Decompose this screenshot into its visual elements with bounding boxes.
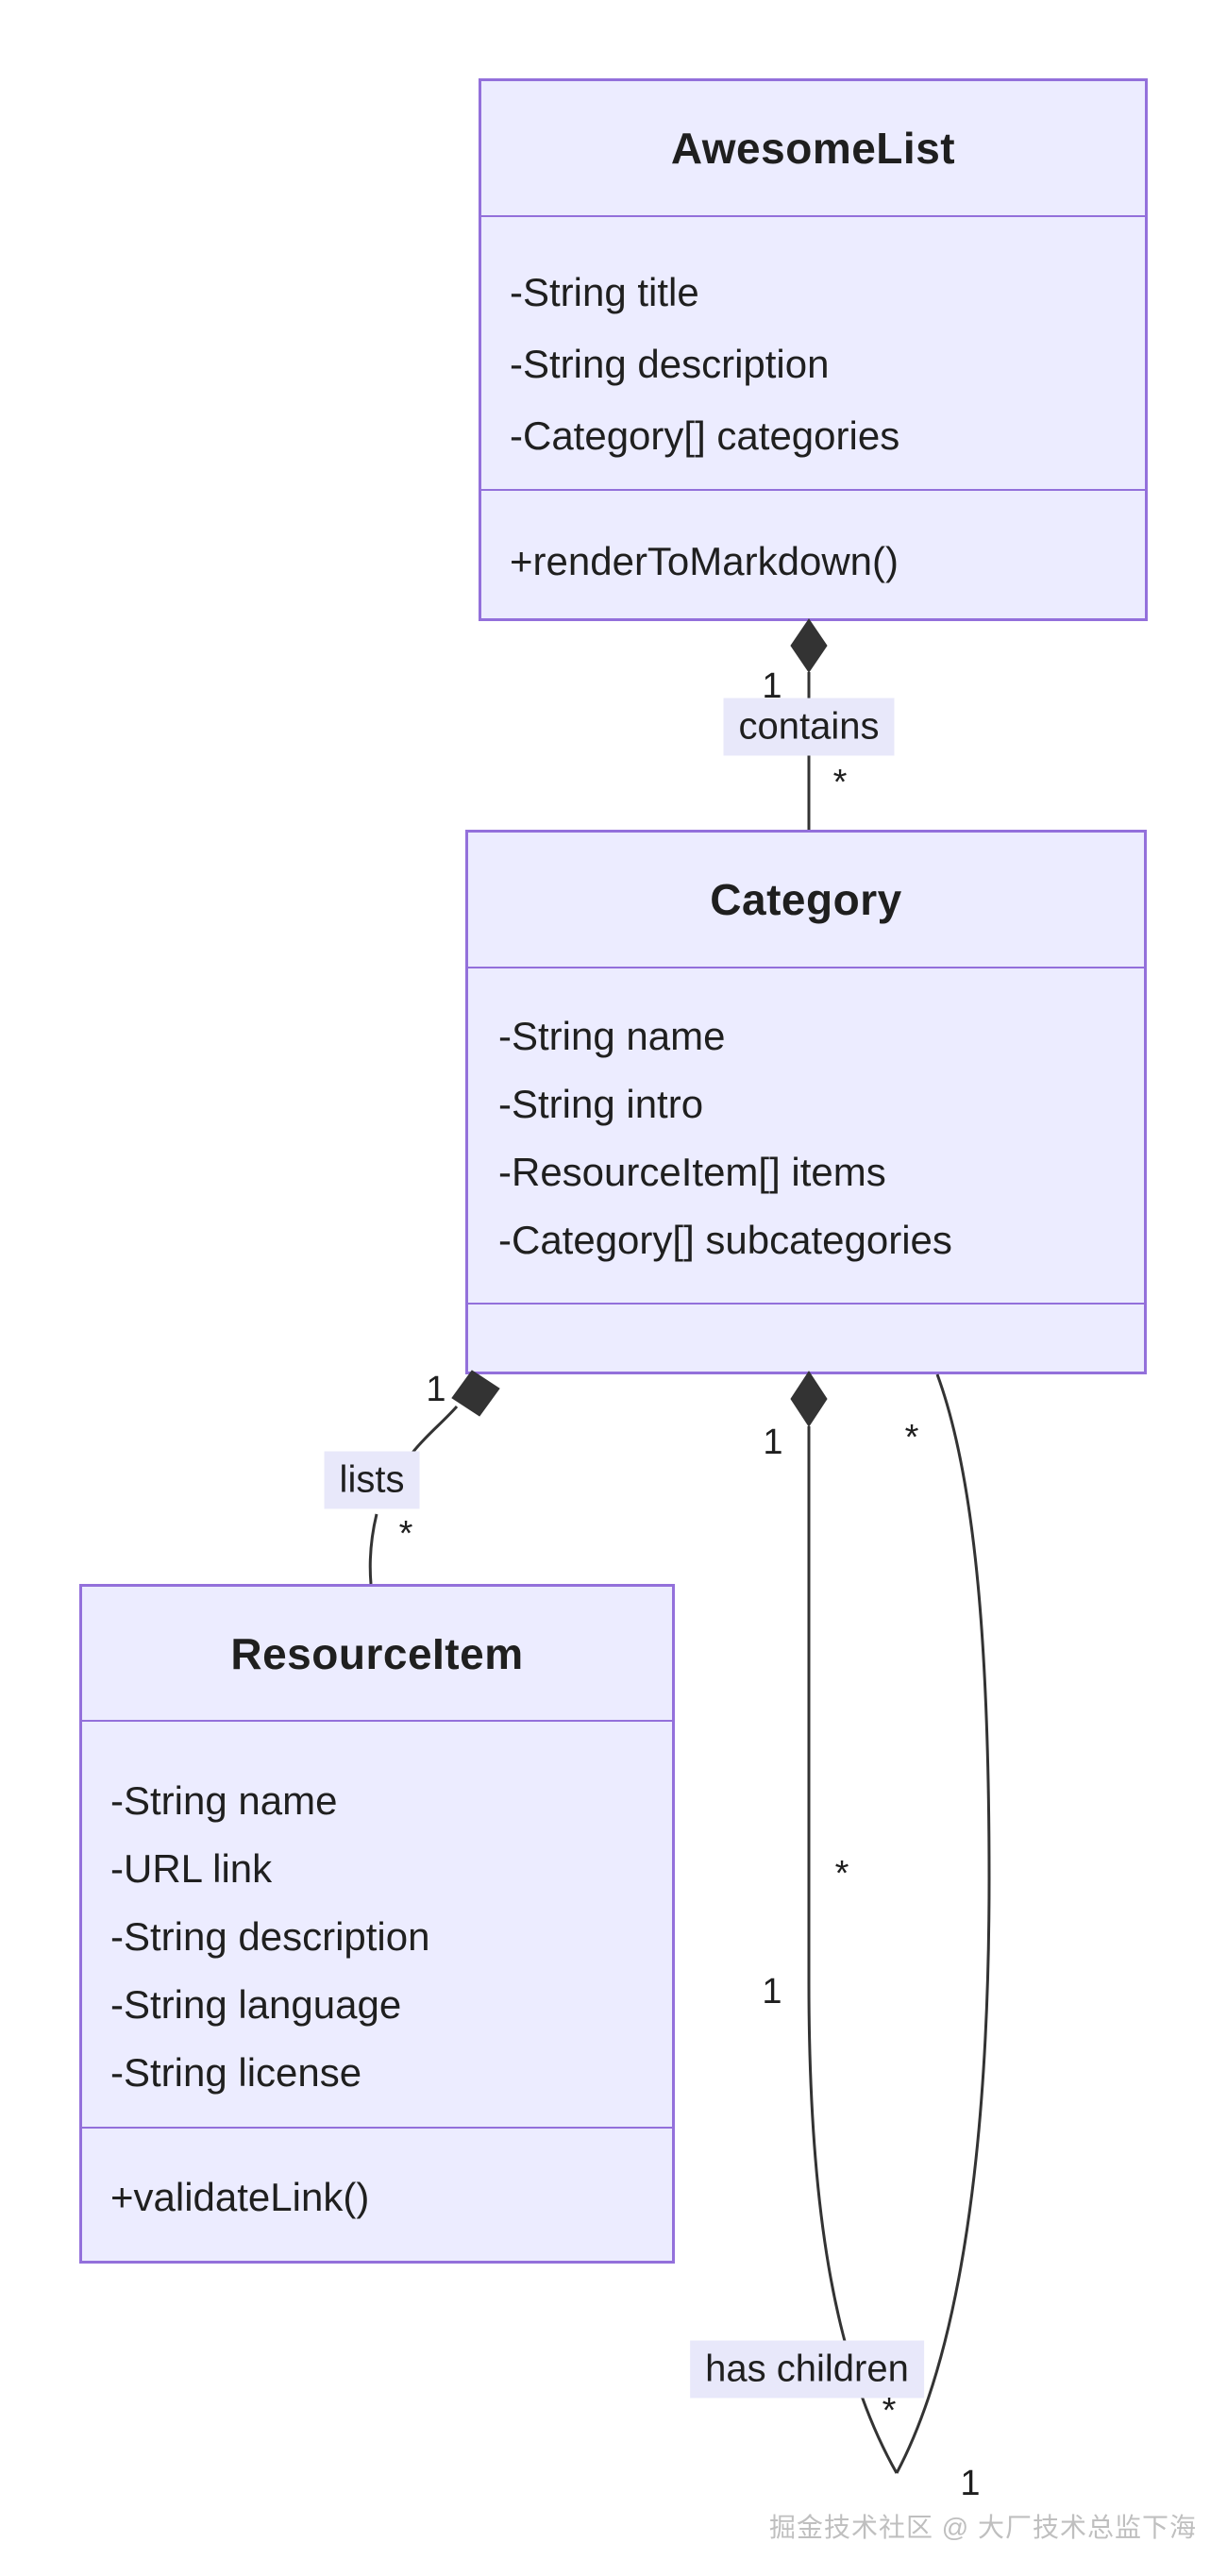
multiplicity-contains-source: 1 bbox=[762, 666, 782, 706]
uml-attribute: -String license bbox=[110, 2050, 362, 2095]
edge-label-lists: lists bbox=[324, 1451, 420, 1509]
composition-diamond-lists bbox=[451, 1370, 500, 1417]
class-title-category: Category bbox=[710, 875, 902, 924]
uml-attribute: -Category[] subcategories bbox=[498, 1218, 952, 1262]
uml-attribute: -ResourceItem[] items bbox=[498, 1150, 886, 1194]
edge-label-contains: contains bbox=[723, 698, 895, 756]
multiplicity-contains-target: * bbox=[832, 763, 848, 802]
uml-attribute: -String title bbox=[510, 270, 699, 314]
multiplicity-has-children-bottom-one: 1 bbox=[960, 2464, 981, 2503]
uml-method: +validateLink() bbox=[110, 2175, 370, 2219]
multiplicity-has-children-source: 1 bbox=[763, 1423, 783, 1462]
class-box-category: Category -String name -String intro -Res… bbox=[465, 830, 1147, 1374]
methods-compartment-category-empty bbox=[468, 1303, 1144, 1372]
multiplicity-has-children-target: * bbox=[904, 1418, 919, 1457]
multiplicity-has-children-mid-star: * bbox=[834, 1854, 849, 1894]
lists-edge-line-upper bbox=[411, 1406, 459, 1454]
uml-attribute: -String description bbox=[510, 342, 830, 386]
uml-attribute: -URL link bbox=[110, 1846, 273, 1891]
uml-attribute: -String language bbox=[110, 1982, 402, 2027]
uml-attribute: -String name bbox=[110, 1778, 338, 1823]
multiplicity-has-children-bottom-star: * bbox=[882, 2391, 897, 2431]
uml-attribute: -String intro bbox=[498, 1082, 704, 1126]
multiplicity-lists-target: * bbox=[398, 1514, 413, 1554]
composition-diamond-has-children bbox=[790, 1371, 828, 1427]
has-children-edge-right bbox=[895, 1373, 991, 2474]
uml-attribute: -String name bbox=[498, 1014, 726, 1058]
attributes-compartment-resourceitem: -String name -URL link -String descripti… bbox=[82, 1720, 672, 2127]
composition-diamond-contains bbox=[790, 618, 828, 673]
lists-edge-line-lower bbox=[368, 1513, 378, 1585]
class-box-awesomelist: AwesomeList -String title -String descri… bbox=[479, 78, 1148, 621]
uml-attribute: -String description bbox=[110, 1914, 430, 1959]
methods-compartment-resourceitem: +validateLink() bbox=[82, 2127, 672, 2261]
class-title-resourceitem: ResourceItem bbox=[230, 1628, 524, 1678]
multiplicity-lists-source: 1 bbox=[426, 1370, 446, 1409]
methods-compartment-awesomelist: +renderToMarkdown() bbox=[481, 489, 1145, 618]
uml-attribute: -Category[] categories bbox=[510, 413, 900, 458]
attributes-compartment-awesomelist: -String title -String description -Categ… bbox=[481, 215, 1145, 489]
attributes-compartment-category: -String name -String intro -ResourceItem… bbox=[468, 967, 1144, 1303]
class-box-resourceitem: ResourceItem -String name -URL link -Str… bbox=[79, 1584, 675, 2264]
has-children-edge-left bbox=[807, 1426, 899, 2474]
multiplicity-has-children-mid-one: 1 bbox=[762, 1972, 782, 2012]
edge-label-has-children: has children bbox=[690, 2340, 924, 2399]
class-title-awesomelist: AwesomeList bbox=[670, 124, 956, 173]
watermark-text: 掘金技术社区 @ 大厂技术总监下海 bbox=[769, 2513, 1197, 2542]
uml-method: +renderToMarkdown() bbox=[510, 539, 899, 583]
